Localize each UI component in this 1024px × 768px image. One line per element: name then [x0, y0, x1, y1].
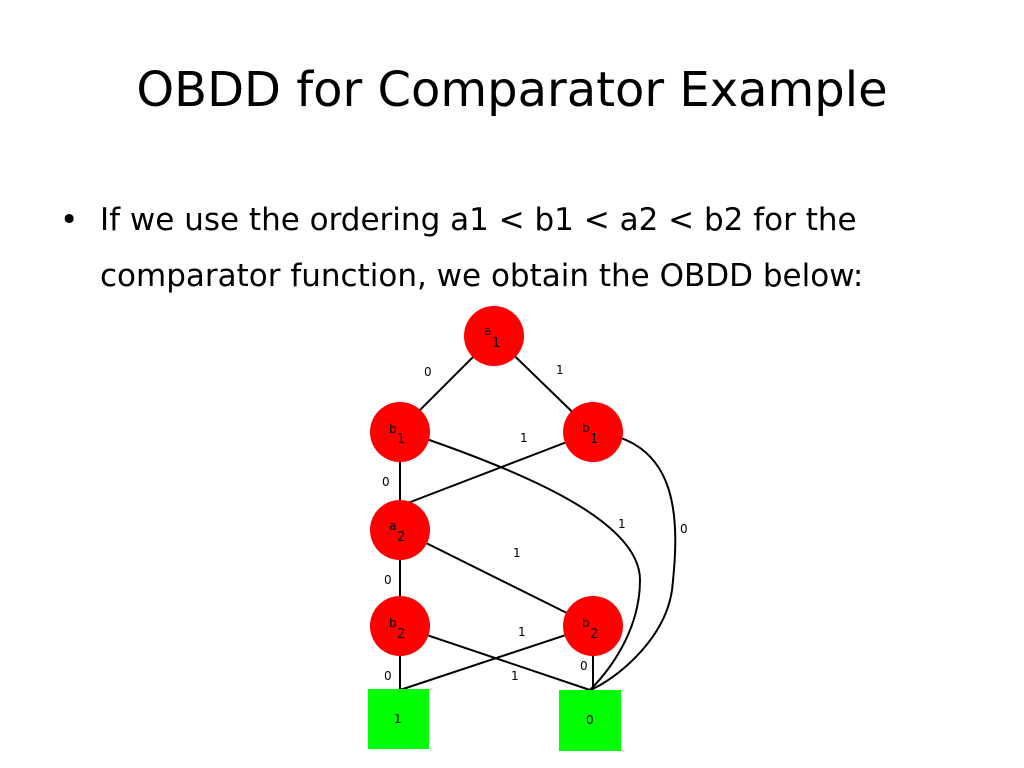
- edge-label-b1-right-a2: 1: [520, 431, 528, 445]
- edge-label-b2-left-t0: 1: [511, 669, 519, 683]
- node-b2-right-sub: 2: [590, 627, 598, 642]
- edge-b1-right-t0: [589, 431, 677, 691]
- edge-b1-right-a2: [399, 431, 594, 507]
- node-b2-right-circle: [563, 596, 623, 656]
- edge-label-b1-left-t0: 1: [618, 517, 626, 531]
- node-b2-left-var: b: [389, 616, 397, 630]
- edge-label-layer: 0 1 0 1 1 0 0 1 0 1 1 0: [382, 363, 688, 683]
- bullet-item: • If we use the ordering a1 < b1 < a2 < …: [60, 192, 980, 304]
- terminal-0: 0: [559, 690, 621, 751]
- terminal-0-label: 0: [586, 713, 594, 727]
- edge-label-b2-left-t1: 0: [384, 669, 392, 683]
- bullet-text: If we use the ordering a1 < b1 < a2 < b2…: [100, 202, 864, 294]
- node-b2-right: b 2: [563, 596, 623, 656]
- node-a2-var: a: [389, 519, 396, 533]
- edge-label-a2-b2-left: 0: [384, 573, 392, 587]
- edge-b2-right-t1: [399, 625, 594, 691]
- edge-a2-b2-right: [399, 529, 594, 627]
- node-a2: a 2: [370, 500, 430, 560]
- edge-label-a1-b1-left: 0: [424, 365, 432, 379]
- terminal-0-box: [559, 690, 621, 751]
- node-a1-var: a: [484, 324, 491, 338]
- node-b1-right-circle: [563, 402, 623, 462]
- node-a1-sub: 1: [492, 336, 500, 351]
- edge-b1-left-t0: [399, 429, 642, 691]
- node-b1-left: b 1: [370, 402, 430, 462]
- node-b1-right-sub: 1: [590, 432, 598, 447]
- slide-title: OBDD for Comparator Example: [136, 62, 888, 118]
- terminal-1: 1: [368, 689, 429, 749]
- edge-label-b1-left-a2: 0: [382, 475, 390, 489]
- edge-label-b1-right-t0: 0: [680, 522, 688, 536]
- node-b1-left-circle: [370, 402, 430, 462]
- terminal-1-label: 1: [394, 712, 402, 726]
- node-b1-left-var: b: [389, 422, 397, 436]
- node-a2-circle: [370, 500, 430, 560]
- node-b2-left: b 2: [370, 596, 430, 656]
- edge-label-b2-right-t1: 1: [518, 625, 526, 639]
- bullet-icon: •: [60, 202, 79, 238]
- node-b2-right-var: b: [582, 616, 590, 630]
- node-a1: a 1: [464, 306, 524, 366]
- node-a1-circle: [464, 306, 524, 366]
- node-a2-sub: 2: [397, 530, 405, 545]
- node-b1-right-var: b: [582, 421, 590, 435]
- node-b1-left-sub: 1: [397, 432, 405, 447]
- edge-label-a1-b1-right: 1: [556, 363, 564, 377]
- terminal-1-box: [368, 689, 429, 749]
- edge-label-b2-right-t0: 0: [580, 659, 588, 673]
- bullet-list: • If we use the ordering a1 < b1 < a2 < …: [60, 192, 980, 304]
- edge-layer: [399, 335, 677, 691]
- edge-label-a2-b2-right: 1: [513, 546, 521, 560]
- node-b2-left-circle: [370, 596, 430, 656]
- node-b2-left-sub: 2: [397, 627, 405, 642]
- node-b1-right: b 1: [563, 402, 623, 462]
